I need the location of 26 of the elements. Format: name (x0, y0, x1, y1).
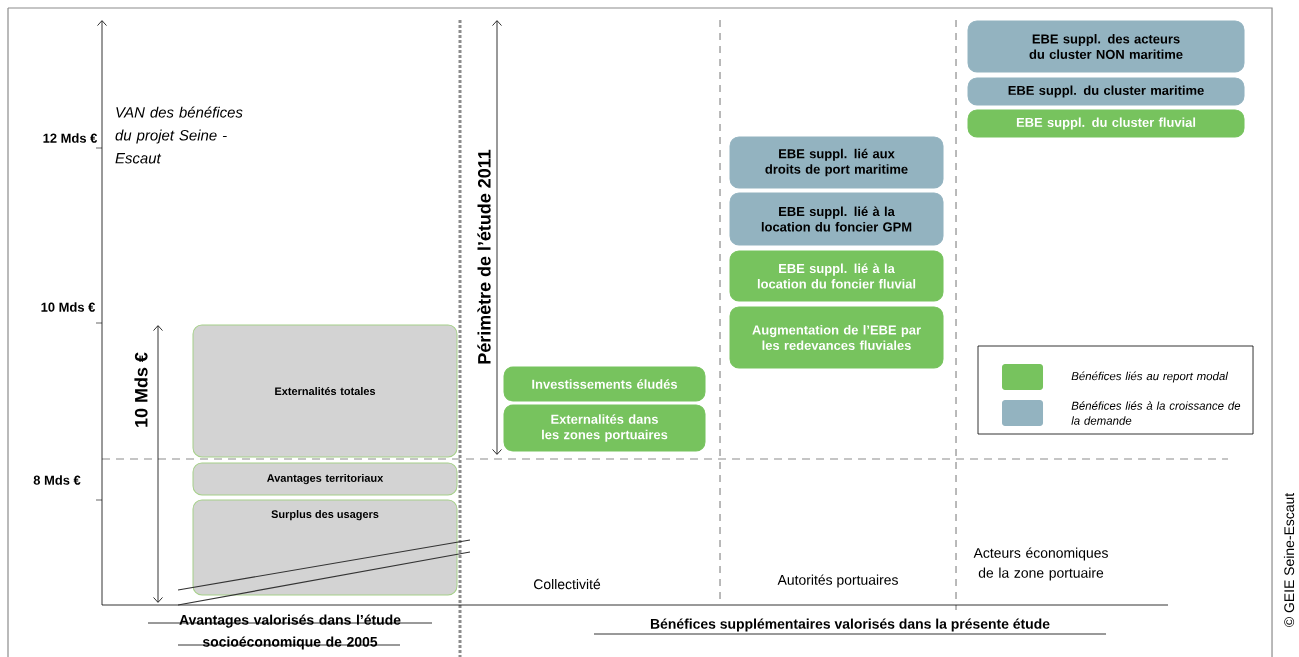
benefit-box: Externalités totales (192, 324, 458, 458)
legend-label: Bénéfices liés à la croissance de la demande (1071, 401, 1241, 425)
benefit-box: EBE suppl. lié à la location du foncier fluvial (729, 250, 944, 302)
section-heading: Avantages valorisés dans l’étude socioéconomique de 2005 (179, 614, 401, 650)
benefit-box: EBE suppl. du cluster maritime (967, 77, 1245, 106)
benefit-box: EBE suppl. lié à la location du foncier GPM (729, 192, 944, 246)
column-label: Autorités portuaires (777, 574, 898, 588)
benefit-box: EBE suppl. lié aux droits de port maritime (729, 136, 944, 189)
dimension-label: Périmètre de l’étude 2011 (477, 149, 491, 364)
benefit-box: Surplus des usagers (192, 499, 458, 596)
axis-title: VAN des bénéfices du projet Seine - Escaut (115, 106, 243, 164)
column-label: Acteurs économiques de la zone portuaire (973, 547, 1108, 581)
credit: © GEIE Seine-Escaut (1283, 492, 1295, 627)
column-label: Collectivité (534, 578, 601, 590)
legend-label: Bénéfices liés au report modal (1071, 371, 1229, 383)
section-heading: Bénéfices supplémentaires valorisés dans la présente étude (650, 618, 1050, 632)
benefit-box: Augmentation de l’EBE par les redevances fluviales (729, 306, 944, 369)
axis-tick-label: 10 Mds € (41, 302, 96, 312)
benefit-box: EBE suppl. du cluster fluvial (967, 109, 1245, 138)
dimension-label: 10 Mds € (134, 352, 148, 427)
benefit-box: Investissements éludés (503, 366, 706, 402)
benefit-box: Externalités dans les zones portuaires (503, 404, 706, 452)
benefit-box: Avantages territoriaux (192, 462, 458, 496)
benefit-box: EBE suppl. des acteurs du cluster NON maritime (967, 20, 1245, 73)
axis-tick-label: 8 Mds € (33, 475, 81, 485)
axis-tick-label: 12 Mds € (43, 133, 98, 143)
